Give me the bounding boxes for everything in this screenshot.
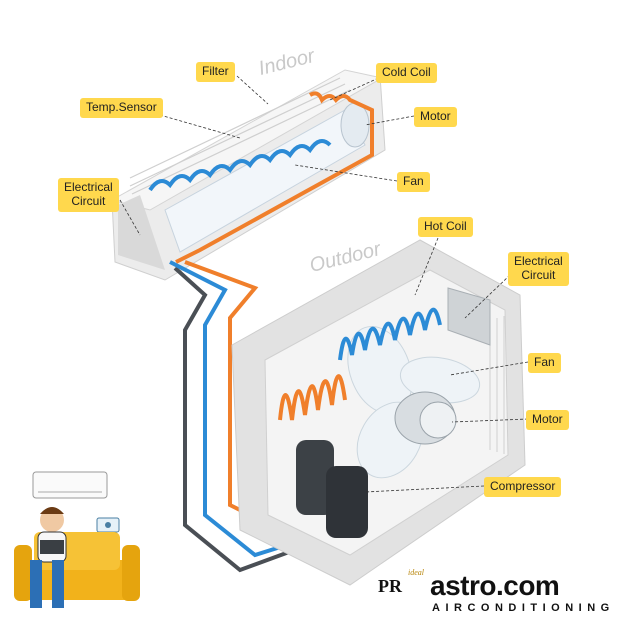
- outdoor-hot-coil: [278, 374, 347, 421]
- logo-subtitle: AIRCONDITIONING: [432, 602, 615, 614]
- logo-astro: astro.com: [430, 570, 560, 601]
- cold-coil-callout: Cold Coil: [376, 63, 437, 83]
- outdoor-unit: [231, 239, 526, 586]
- thermostat-icon: [96, 517, 120, 533]
- dark-pipe: [173, 266, 301, 573]
- indoor-hot-pipe: [175, 91, 374, 264]
- electrical-circuit-indoor-line2: Circuit: [71, 193, 106, 208]
- leader-lines: [119, 75, 529, 493]
- electrical-circuit-indoor-callout: Electrical Circuit: [58, 178, 119, 212]
- electrical-circuit-outdoor-callout: Electrical Circuit: [508, 252, 569, 286]
- logo-ideal: ideal: [408, 568, 424, 577]
- compressor-callout: Compressor: [484, 477, 562, 497]
- brand-logo: PR ideal astro.com AIRCONDITIONING: [378, 568, 618, 620]
- person-on-couch: [14, 507, 140, 608]
- motor-indoor-callout: Motor: [414, 107, 457, 127]
- mini-ac-icon: [32, 471, 108, 499]
- temp-sensor-callout: Temp.Sensor: [80, 98, 163, 118]
- fan-indoor-callout: Fan: [397, 172, 430, 192]
- motor-outdoor-callout: Motor: [526, 410, 569, 430]
- logo-pr: PR: [378, 576, 402, 596]
- fan-outdoor-callout: Fan: [528, 353, 561, 373]
- hot-coil-callout: Hot Coil: [418, 217, 473, 237]
- outdoor-cold-coil: [338, 307, 442, 361]
- filter-callout: Filter: [196, 62, 235, 82]
- electrical-circuit-outdoor-line1: Electrical: [514, 254, 563, 268]
- electrical-circuit-indoor-line1: Electrical: [64, 180, 113, 194]
- electrical-circuit-outdoor-line2: Circuit: [521, 267, 556, 282]
- indoor-cold-coil: [148, 139, 332, 192]
